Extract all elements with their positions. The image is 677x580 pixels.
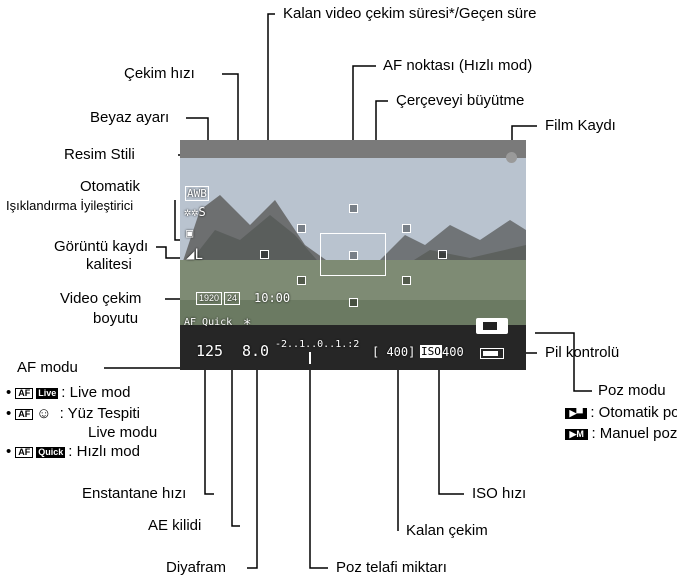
video-time: 10:00: [254, 292, 290, 304]
label-video-time: Kalan video çekim süresi*/Geçen süre: [283, 6, 536, 21]
exposure-mode-auto-text: : Otomatik poz: [590, 404, 677, 421]
af-point: [349, 298, 358, 307]
label-alo-1: Otomatik: [80, 179, 140, 194]
label-shutter: Enstantane hızı: [82, 486, 186, 501]
af-chip: AF: [15, 388, 33, 399]
exposure-mode-manual: ▶M : Manuel poz: [565, 426, 677, 441]
live-chip: Live: [36, 388, 58, 399]
label-shooting-speed: Çekim hızı: [124, 66, 195, 81]
quality-value: L: [194, 247, 202, 263]
exposure-mode-manual-text: : Manuel poz: [591, 425, 677, 442]
label-exp-comp: Poz telafi miktarı: [336, 560, 447, 575]
manual-exposure-icon: ▶M: [565, 429, 588, 440]
exposure-mode-icon: [476, 318, 508, 334]
af-chip: AF: [15, 447, 33, 458]
label-af-point: AF noktası (Hızlı mod): [383, 58, 532, 73]
af-point: [438, 250, 447, 259]
label-movie-rec: Film Kaydı: [545, 118, 616, 133]
wb-icon: AWB: [185, 186, 209, 201]
af-mode-face-line2: Live modu: [88, 425, 157, 440]
af-point: [349, 204, 358, 213]
af-chip: AF: [15, 409, 33, 420]
af-mode-face-text: : Yüz Tespiti: [60, 405, 140, 422]
label-iso: ISO hızı: [472, 486, 526, 501]
face-icon: ☺: [36, 405, 51, 422]
ae-lock-icon: *: [243, 318, 251, 332]
iso-label: ISO: [420, 345, 442, 358]
shutter-value: 125: [196, 344, 223, 359]
quality-icon: ◢L: [186, 248, 203, 262]
label-exposure-mode: Poz modu: [598, 383, 666, 398]
af-point: [297, 224, 306, 233]
label-magnify: Çerçeveyi büyütme: [396, 93, 524, 108]
label-white-balance: Beyaz ayarı: [90, 110, 169, 125]
af-point: [297, 276, 306, 285]
af-mode-icon: AF Quick: [184, 318, 232, 328]
af-mode-face: •AF☺: Yüz Tespiti: [6, 406, 140, 421]
alo-icon: ▣: [186, 227, 193, 239]
af-point: [260, 250, 269, 259]
manual-chip-letter: M: [576, 429, 584, 439]
picture-style-icon: ✲✲S: [184, 206, 206, 218]
quick-chip: Quick: [36, 447, 65, 458]
label-battery: Pil kontrolü: [545, 345, 619, 360]
exp-comp-indicator: [309, 352, 311, 364]
aperture-value: 8.0: [242, 344, 269, 359]
magnify-frame[interactable]: [320, 233, 386, 276]
movie-size-icon: 1920: [196, 292, 222, 305]
label-movie-size-2: boyutu: [93, 311, 138, 326]
exp-comp-scale: -2..1..0..1.:2: [275, 340, 359, 350]
movie-rec-dot: [506, 152, 517, 163]
label-aperture: Diyafram: [166, 560, 226, 575]
label-alo-2: Işıklandırma İyileştirici: [6, 199, 133, 212]
label-quality-2: kalitesi: [86, 257, 132, 272]
af-mode-live-text: : Live mod: [61, 384, 130, 401]
label-ae-lock: AE kilidi: [148, 518, 201, 533]
label-shots-remaining: Kalan çekim: [406, 523, 488, 538]
picture-style-value: S: [198, 205, 205, 219]
battery-icon: [480, 348, 504, 359]
label-movie-size-1: Video çekim: [60, 291, 141, 306]
shots-remaining: [ 400]: [372, 346, 415, 358]
label-quality-1: Görüntü kaydı: [54, 239, 148, 254]
iso-value: 400: [442, 346, 464, 358]
fps-icon: 24: [224, 292, 240, 305]
label-picture-style: Resim Stili: [64, 147, 135, 162]
label-af-mode: AF modu: [17, 360, 78, 375]
camera-lcd: AWB ✲✲S ▣ ◢L 1920 24 10:00 AF Quick * 12…: [180, 140, 526, 370]
exposure-mode-auto: ▶▀ : Otomatik poz: [565, 405, 677, 420]
af-point: [402, 276, 411, 285]
auto-exposure-icon: ▶▀: [565, 408, 587, 419]
af-mode-quick-text: : Hızlı mod: [68, 443, 140, 460]
af-point: [402, 224, 411, 233]
